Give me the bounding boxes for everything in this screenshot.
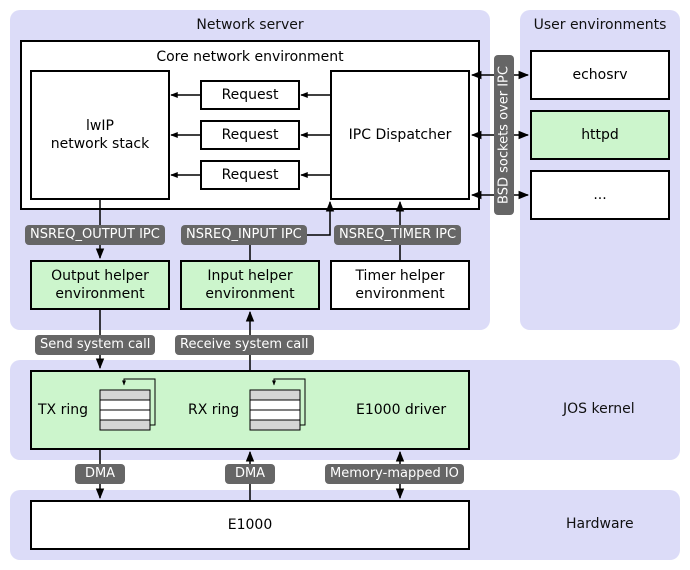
tx-ring-label: TX ring [38,402,88,418]
more-envs-box: ... [530,170,670,220]
rx-dma-tag: DMA [225,464,275,484]
tx-dma-tag: DMA [75,464,125,484]
bsd-sockets-over-ipc-tag: BSD sockets over IPC [494,55,514,215]
memory-mapped-io-tag: Memory-mapped IO [325,464,464,484]
network-server-title: Network server [196,17,304,33]
request-label: Request [221,167,279,183]
output-helper-label: Output helper environment [51,268,149,302]
hardware-label: Hardware [566,516,634,532]
lwip-stack-box: lwIP network stack [30,70,170,200]
send-system-call-tag: Send system call [35,335,156,355]
lwip-label: lwIP network stack [50,118,150,152]
request-box-3: Request [200,160,300,190]
jos-kernel-label: JOS kernel [563,401,635,417]
echosrv-box: echosrv [530,50,670,100]
nsreq-input-ipc-tag: NSREQ_INPUT IPC [181,225,307,245]
user-environments-title: User environments [533,17,667,33]
request-label: Request [221,127,279,143]
receive-system-call-tag: Receive system call [175,335,314,355]
input-helper-label: Input helper environment [205,268,295,302]
request-box-2: Request [200,120,300,150]
timer-helper-label: Timer helper environment [355,268,445,302]
timer-helper-box: Timer helper environment [330,260,470,310]
echosrv-label: echosrv [572,67,628,83]
input-helper-box: Input helper environment [180,260,320,310]
request-box-1: Request [200,80,300,110]
core-network-title: Core network environment [156,49,344,65]
ipc-dispatcher-box: IPC Dispatcher [330,70,470,200]
output-helper-box: Output helper environment [30,260,170,310]
more-envs-label: ... [593,187,607,203]
nsreq-timer-ipc-tag: NSREQ_TIMER IPC [334,225,462,245]
httpd-box: httpd [530,110,670,160]
ipc-dispatcher-label: IPC Dispatcher [348,127,452,143]
e1000-hardware-box: E1000 [30,500,470,550]
e1000-driver-label: E1000 driver [356,402,447,418]
e1000-label: E1000 [227,517,273,533]
nsreq-output-ipc-tag: NSREQ_OUTPUT IPC [25,225,165,245]
rx-ring-label: RX ring [188,402,240,418]
httpd-label: httpd [581,127,619,143]
request-label: Request [221,87,279,103]
